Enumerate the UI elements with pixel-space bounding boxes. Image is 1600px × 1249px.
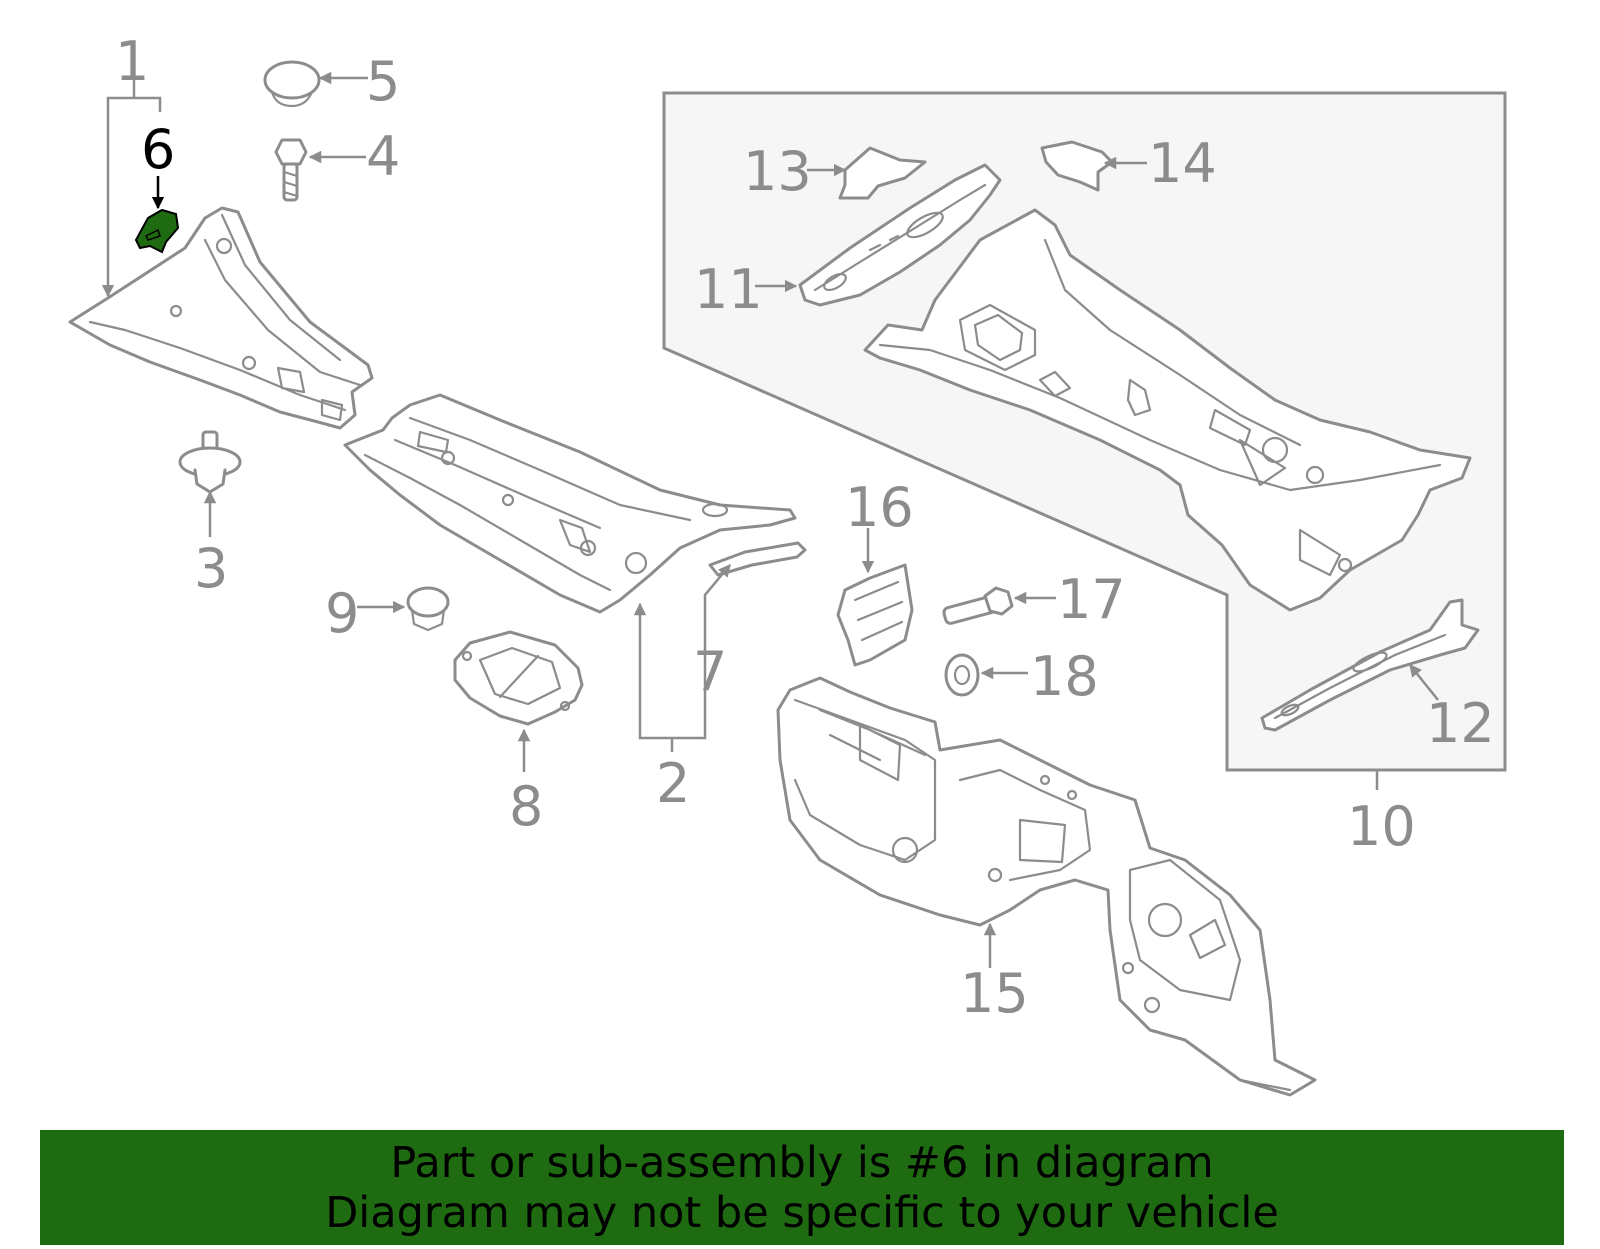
part-9-grommet [406,586,450,632]
callout-13: 13 [743,140,812,203]
callout-11: 11 [694,258,763,321]
leader-12 [1409,664,1439,701]
callout-5: 5 [366,50,400,113]
callout-1: 1 [115,30,149,93]
callout-18: 18 [1030,645,1099,708]
part-11-reinforcement [798,163,1002,307]
part-4-bolt [274,138,308,202]
part-1-cowl-panel-left [68,206,374,430]
leader-2-bracket [633,564,731,740]
part-3-push-clip [178,430,242,494]
part-2-cowl-panel [343,393,797,614]
banner-line-1: Part or sub-assembly is #6 in diagram [390,1138,1214,1188]
callout-12: 12 [1426,692,1495,755]
callout-8: 8 [509,775,543,838]
part-14-bracket [1040,140,1114,192]
callout-9: 9 [325,582,359,645]
callout-6: 6 [141,118,175,181]
callout-17: 17 [1057,568,1126,631]
callout-2: 2 [656,752,690,815]
callout-14: 14 [1148,132,1217,195]
callout-4: 4 [366,125,400,188]
part-18-nut [944,653,980,697]
part-8-cover-plate [453,630,584,726]
banner-line-2: Diagram may not be specific to your vehi… [325,1188,1279,1238]
callout-15: 15 [960,962,1029,1025]
callout-10: 10 [1347,795,1416,858]
part-16-bracket [836,563,914,667]
part-10-panel-assembly [863,208,1472,612]
part-12-reinforcement [1260,598,1480,732]
part-5-plug [263,60,321,108]
part-6-bracket-slot [144,228,161,241]
info-banner: Part or sub-assembly is #6 in diagram Di… [40,1130,1564,1245]
part-17-bolt [942,586,1014,625]
callout-3: 3 [194,537,228,600]
callout-7: 7 [693,640,727,703]
part-15-dash-panel [776,676,1317,1097]
part-13-bracket [838,146,927,200]
callout-16: 16 [845,476,914,539]
